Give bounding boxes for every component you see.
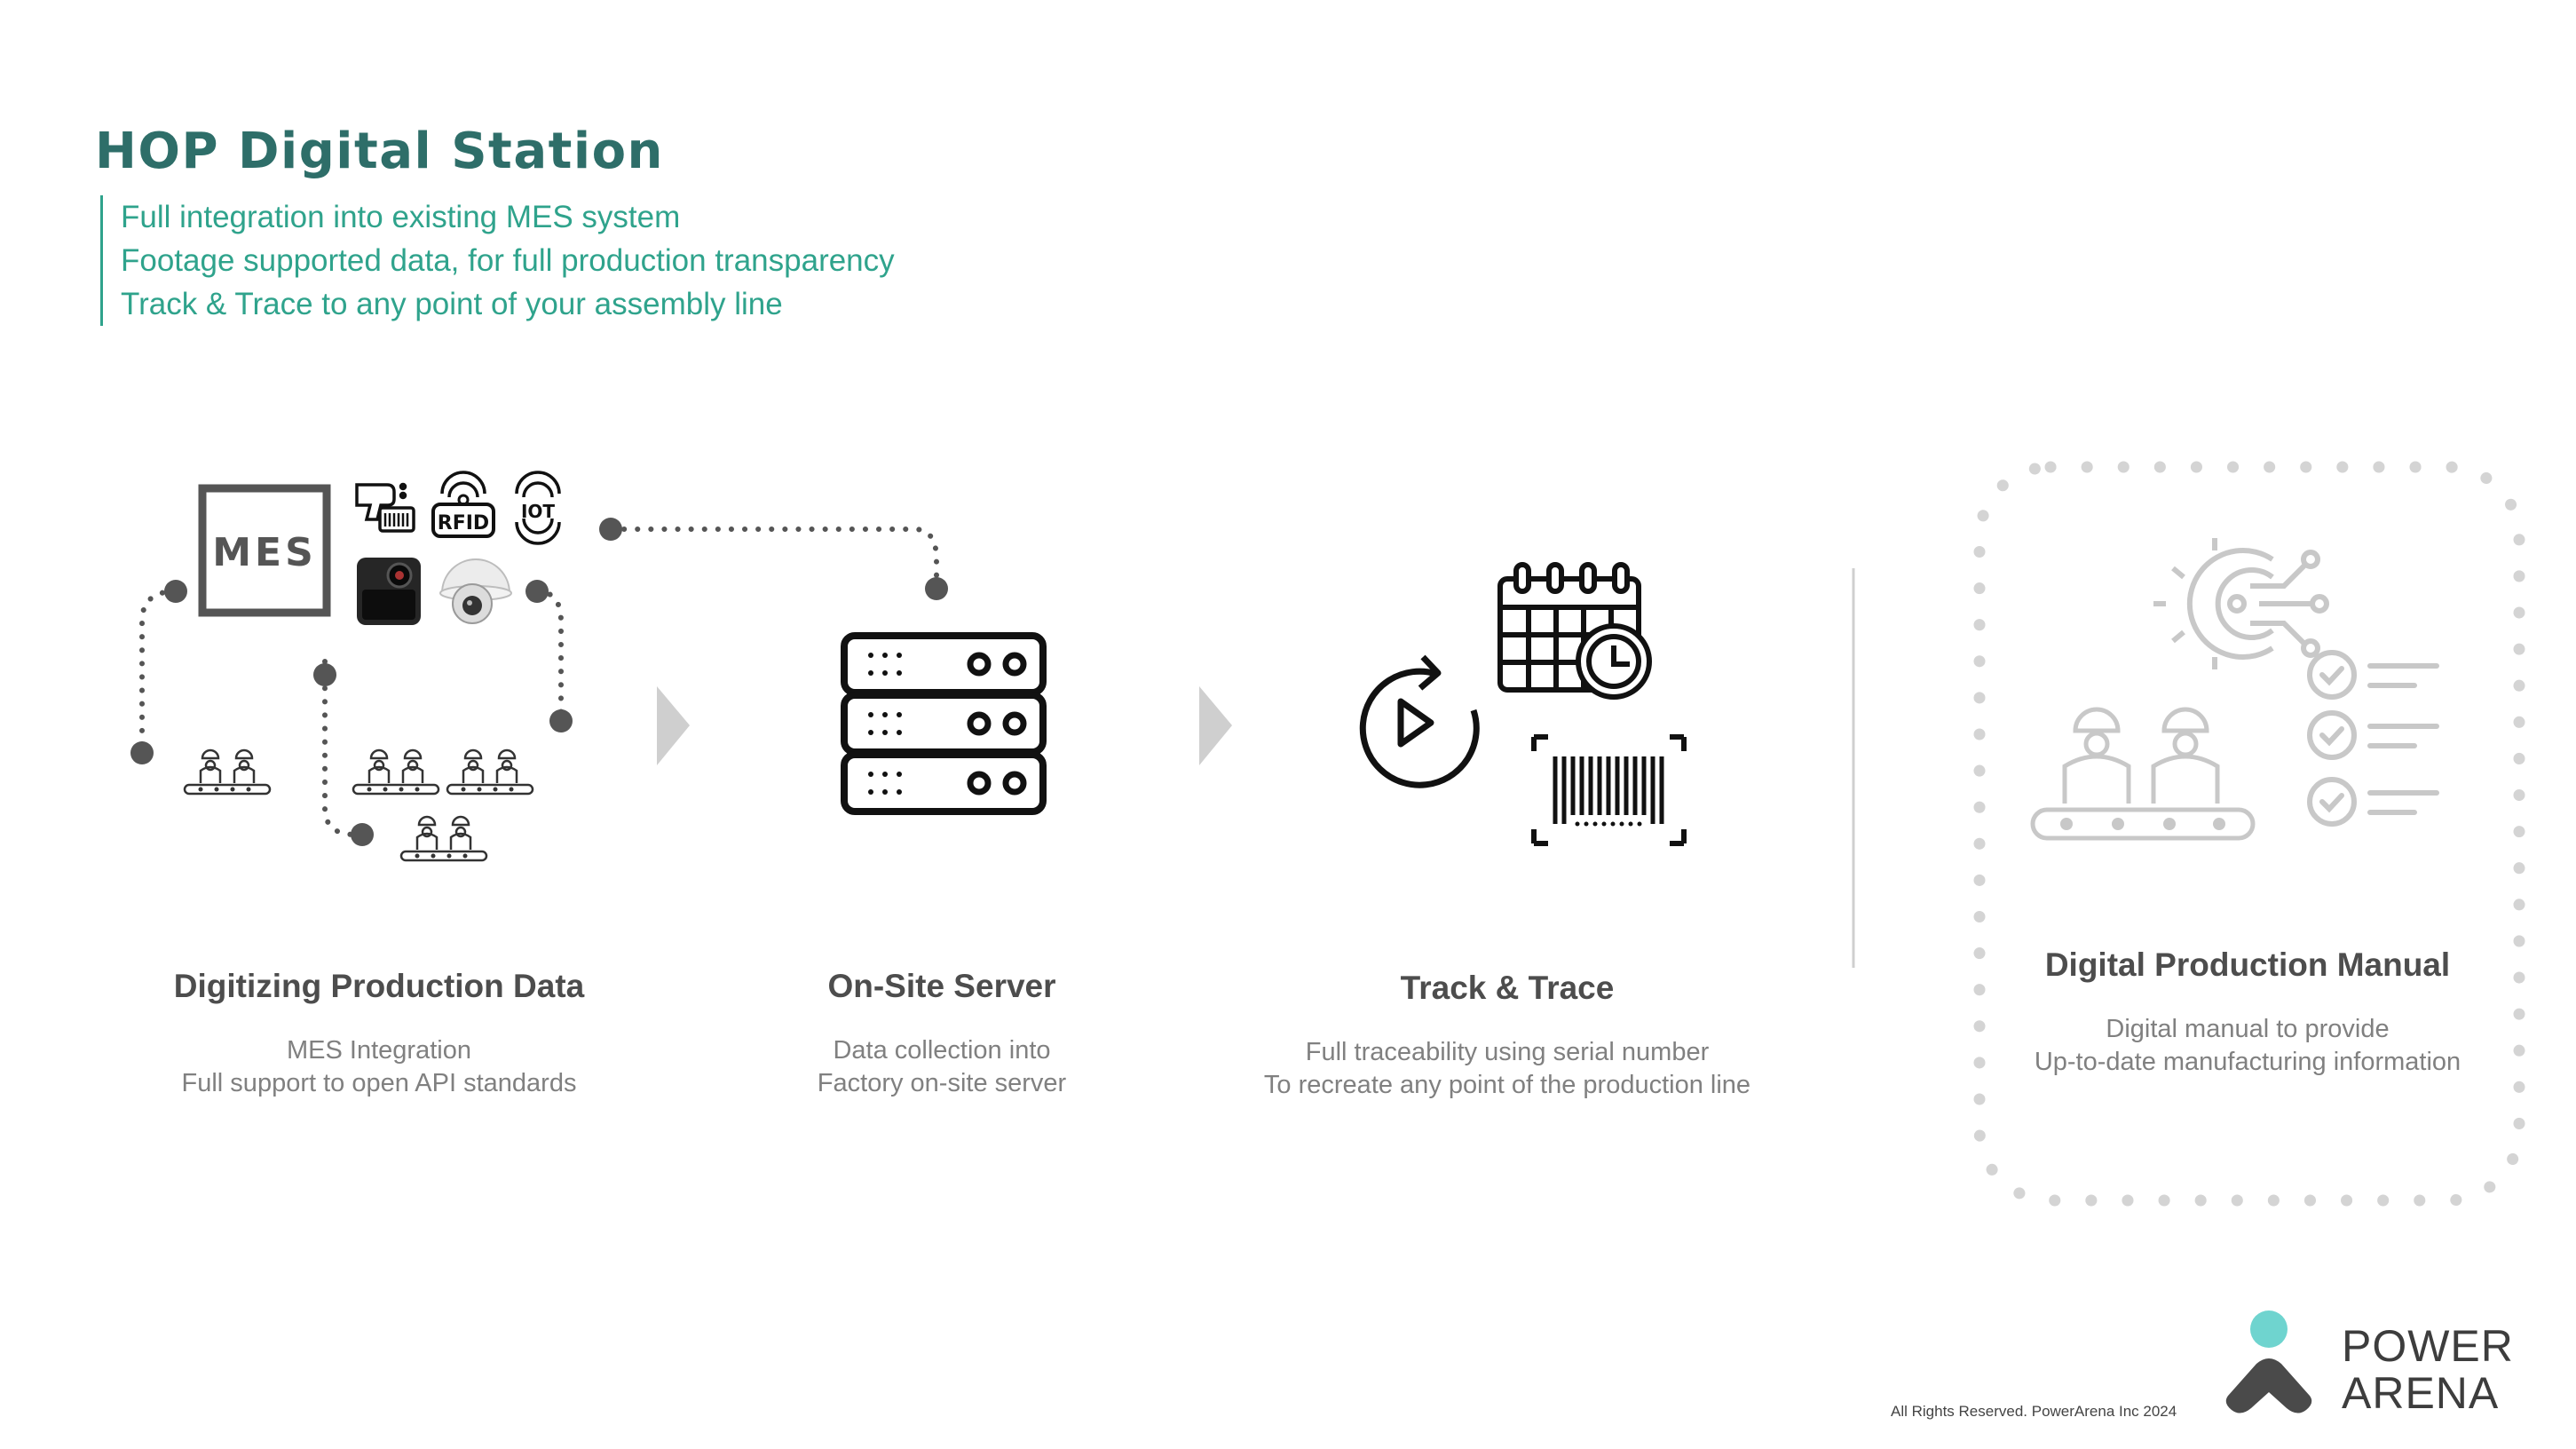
- column-title: Track & Trace: [1400, 970, 1615, 1006]
- dotted-frame: [1973, 461, 2525, 1207]
- camera-icon: [357, 558, 421, 625]
- feature-list: Full integration into existing MES syste…: [100, 195, 895, 326]
- connector-nodes: [130, 518, 948, 846]
- feature-item: Track & Trace to any point of your assem…: [121, 287, 783, 321]
- cctv-icon: [439, 558, 512, 624]
- calendar-icon: [1497, 562, 1652, 700]
- description-line: Full traceability using serial number: [1305, 1038, 1710, 1066]
- description-line: To recreate any point of the production …: [1263, 1071, 1751, 1099]
- barcode-scanner-icon: [355, 482, 415, 533]
- replay-icon: [1359, 654, 1480, 788]
- connector-lines: [139, 527, 939, 837]
- column-title: Digital Production Manual: [2044, 946, 2451, 983]
- feature-item: Footage supported data, for full product…: [121, 243, 895, 278]
- worker-station-icon: [2030, 707, 2256, 841]
- worker-station-icon: [446, 748, 534, 796]
- arrow-right-icon: [657, 686, 690, 765]
- column-title: Digitizing Production Data: [173, 968, 585, 1004]
- svg-text:RFID: RFID: [438, 512, 489, 534]
- description-line: Digital manual to provide: [2106, 1015, 2390, 1043]
- arrow-right-icon: [1199, 686, 1232, 765]
- feature-item: Full integration into existing MES syste…: [121, 200, 681, 234]
- svg-text:IOT: IOT: [521, 501, 555, 522]
- worker-station-icon: [183, 748, 272, 796]
- column-title: On-Site Server: [827, 968, 1056, 1004]
- rfid-icon: RFID: [431, 471, 495, 538]
- brand-line: POWER: [2342, 1321, 2514, 1371]
- column-description: Full traceability using serial number To…: [1264, 1036, 1750, 1102]
- brand-line: ARENA: [2342, 1368, 2500, 1418]
- svg-text:MES: MES: [212, 530, 317, 575]
- description-line: Full support to open API standards: [181, 1069, 577, 1097]
- iot-icon: IOT: [515, 471, 561, 545]
- barcode-icon: [1531, 734, 1687, 846]
- column-description: Digital manual to provide Up-to-date man…: [2035, 1013, 2461, 1079]
- checklist-icon: [2307, 650, 2439, 827]
- conveyor-rollers: [2060, 818, 2225, 830]
- column-description: MES Integration Full support to open API…: [182, 1034, 577, 1100]
- copyright-text: All Rights Reserved. PowerArena Inc 2024: [1891, 1403, 2177, 1420]
- brand-logo-icon: [2225, 1310, 2312, 1413]
- description-line: Up-to-date manufacturing information: [2034, 1048, 2461, 1076]
- description-line: MES Integration: [287, 1036, 471, 1065]
- description-line: Factory on-site server: [817, 1069, 1067, 1097]
- server-icon: [844, 636, 1043, 812]
- page-title: HOP Digital Station: [95, 123, 664, 180]
- brand-wordmark: POWER ARENA: [2342, 1323, 2514, 1417]
- worker-station-icon: [399, 815, 488, 862]
- mes-icon: MES: [198, 484, 331, 617]
- worker-station-icon: [352, 748, 440, 796]
- column-description: Data collection into Factory on-site ser…: [818, 1034, 1066, 1100]
- description-line: Data collection into: [833, 1036, 1051, 1065]
- gear-icon: [2153, 538, 2329, 669]
